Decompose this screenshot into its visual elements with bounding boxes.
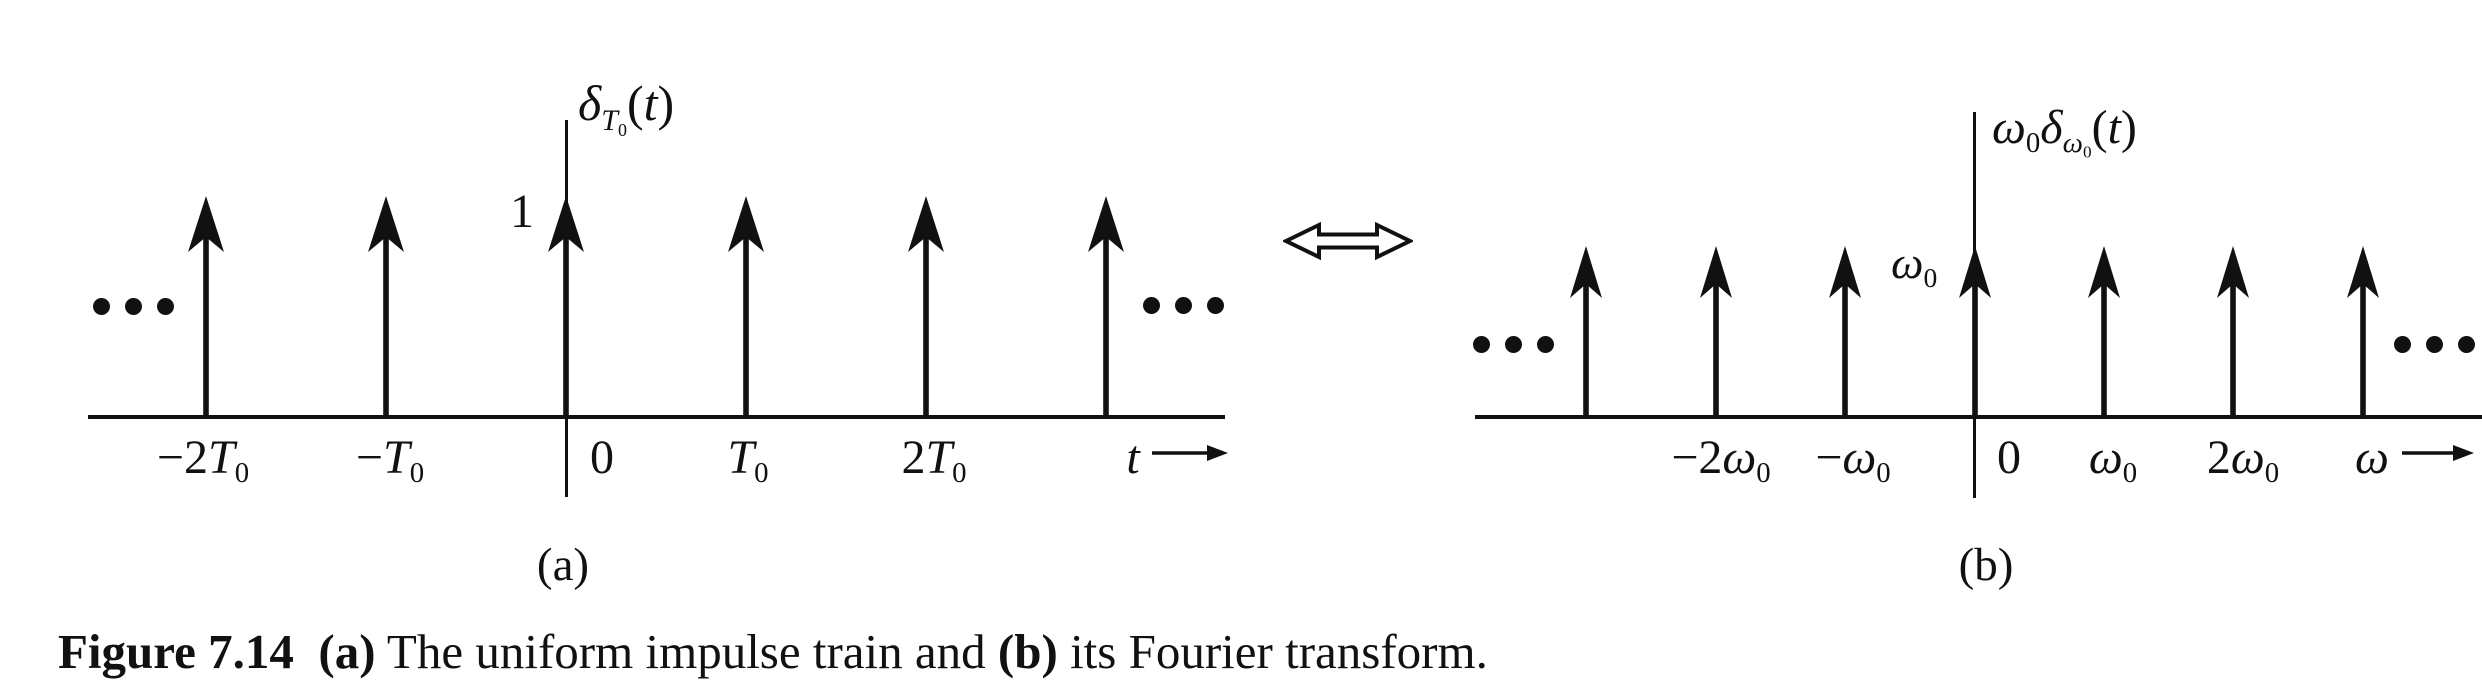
- tick-label-2T0: 2T0: [901, 431, 967, 490]
- caption-text-b: its Fourier transform.: [1057, 624, 1488, 679]
- right-arrow-icon: [2402, 443, 2474, 468]
- ellipsis-right-a: [1143, 297, 1224, 314]
- caption-text-a: The uniform impulse train and: [375, 624, 998, 679]
- impulse-arrow: [186, 196, 226, 423]
- tick-label-T0: T0: [727, 431, 769, 490]
- x-axis-b: [1475, 415, 2482, 419]
- tick-label-minusT0: −T0: [355, 431, 425, 490]
- impulse-arrow: [726, 196, 766, 423]
- x-axis-variable-a: t: [1126, 431, 1140, 484]
- ellipsis-left-a: [93, 298, 174, 315]
- double-arrow-icon: [1281, 221, 1415, 265]
- tick-label-2w0: 2ω0: [2206, 431, 2280, 490]
- impulse-arrow: [2215, 246, 2251, 423]
- caption-part-b: (b): [997, 624, 1058, 679]
- tick-label-minusw0: −ω0: [1815, 431, 1891, 490]
- impulse-arrow: [366, 196, 406, 423]
- impulse-arrow: [1568, 246, 1604, 423]
- x-axis-a: [88, 415, 1225, 419]
- caption-part-a: (a): [318, 624, 376, 679]
- impulse-arrow: [1957, 246, 1993, 423]
- impulse-arrow: [1086, 196, 1126, 423]
- impulse-arrow: [906, 196, 946, 423]
- panel-tag-a: (a): [536, 539, 590, 591]
- impulse-arrow: [1698, 246, 1734, 423]
- ellipsis-right-b: [2394, 336, 2475, 353]
- tick-label-w0: ω0: [2088, 431, 2138, 490]
- impulse-arrow: [2345, 246, 2381, 423]
- tick-label-zero-b: 0: [1997, 431, 2021, 484]
- impulse-arrow: [546, 196, 586, 423]
- tick-label-minus2T0: −2T0: [156, 431, 250, 490]
- panel-tag-b: (b): [1958, 539, 2014, 591]
- function-label-b: ω0δω0(t): [1992, 101, 2137, 162]
- x-axis-variable-b: ω: [2355, 431, 2389, 484]
- ellipsis-left-b: [1473, 336, 1554, 353]
- caption-figure-number: Figure 7.14: [58, 624, 294, 679]
- amplitude-label-a: 1: [510, 185, 534, 238]
- right-arrow-icon: [1152, 443, 1228, 468]
- impulse-arrow: [1827, 246, 1863, 423]
- impulse-arrow: [2086, 246, 2122, 423]
- figure-caption: Figure 7.14 (a) The uniform impulse trai…: [58, 624, 1488, 680]
- function-label-a: δT0(t): [578, 75, 675, 140]
- amplitude-label-b: ω0: [1891, 237, 1938, 293]
- tick-label-minus2w0: −2ω0: [1671, 431, 1771, 490]
- tick-label-zero-a: 0: [590, 431, 614, 484]
